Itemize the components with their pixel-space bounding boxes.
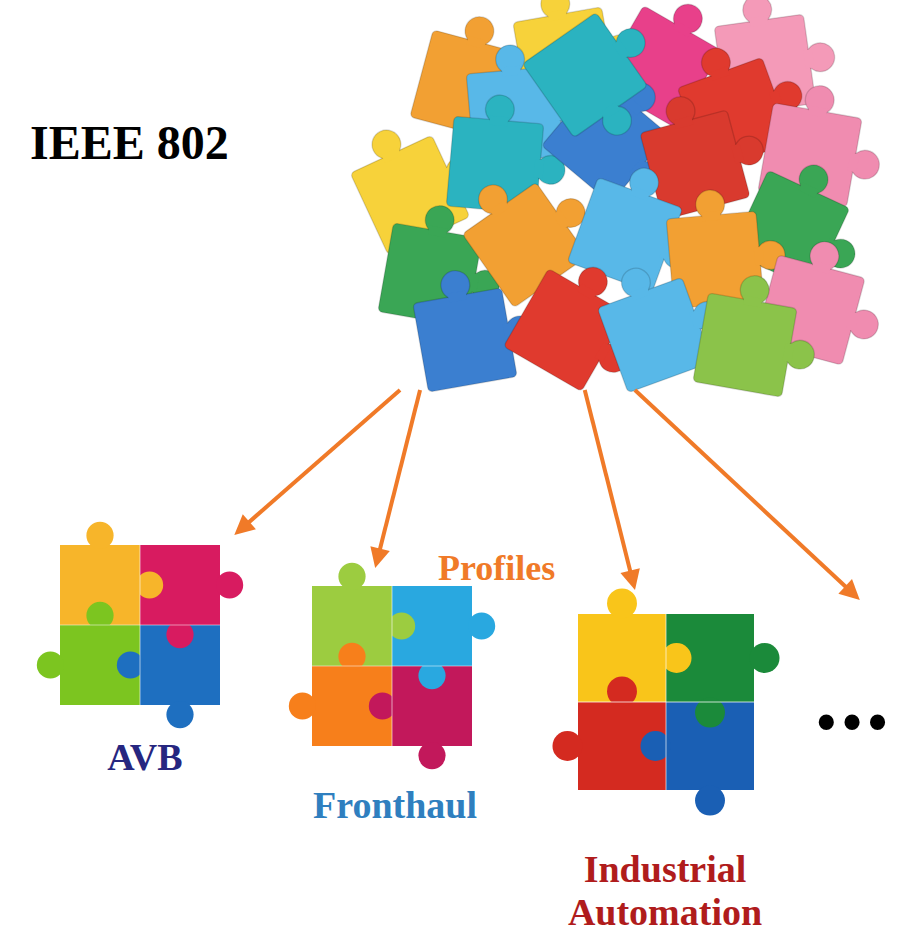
profile-avb: AVB [50, 535, 240, 780]
arrow-head [620, 568, 639, 590]
profile-arrow [370, 390, 420, 568]
more-profiles: ••• [795, 600, 915, 750]
profile-fronthaul: Fronthaul [285, 568, 505, 828]
fronthaul-puzzle [289, 563, 495, 769]
arrow-head [370, 546, 389, 568]
node-title: IEEE 802 [30, 115, 229, 170]
node-title: AVB [50, 736, 240, 780]
arrow-line [379, 390, 420, 552]
arrow-line [585, 390, 631, 574]
arrow-line [635, 390, 848, 589]
arrow-head [234, 514, 256, 535]
profile-arrow [635, 390, 860, 600]
profile-arrow [234, 390, 400, 535]
arrow-line [246, 390, 400, 524]
source-pile: IEEE 802 [20, 0, 915, 390]
industrial-puzzle [552, 588, 779, 815]
puzzle-pile [340, 0, 896, 404]
node-title: Industrial Automation [545, 848, 785, 935]
profile-arrow [585, 390, 640, 590]
profiles-label: Profiles [438, 548, 555, 589]
avb-puzzle [37, 522, 243, 728]
arrow-head [838, 579, 859, 600]
profile-industrial: Industrial Automation [545, 590, 785, 935]
node-title: ••• [795, 694, 915, 750]
node-title: Fronthaul [285, 784, 505, 828]
